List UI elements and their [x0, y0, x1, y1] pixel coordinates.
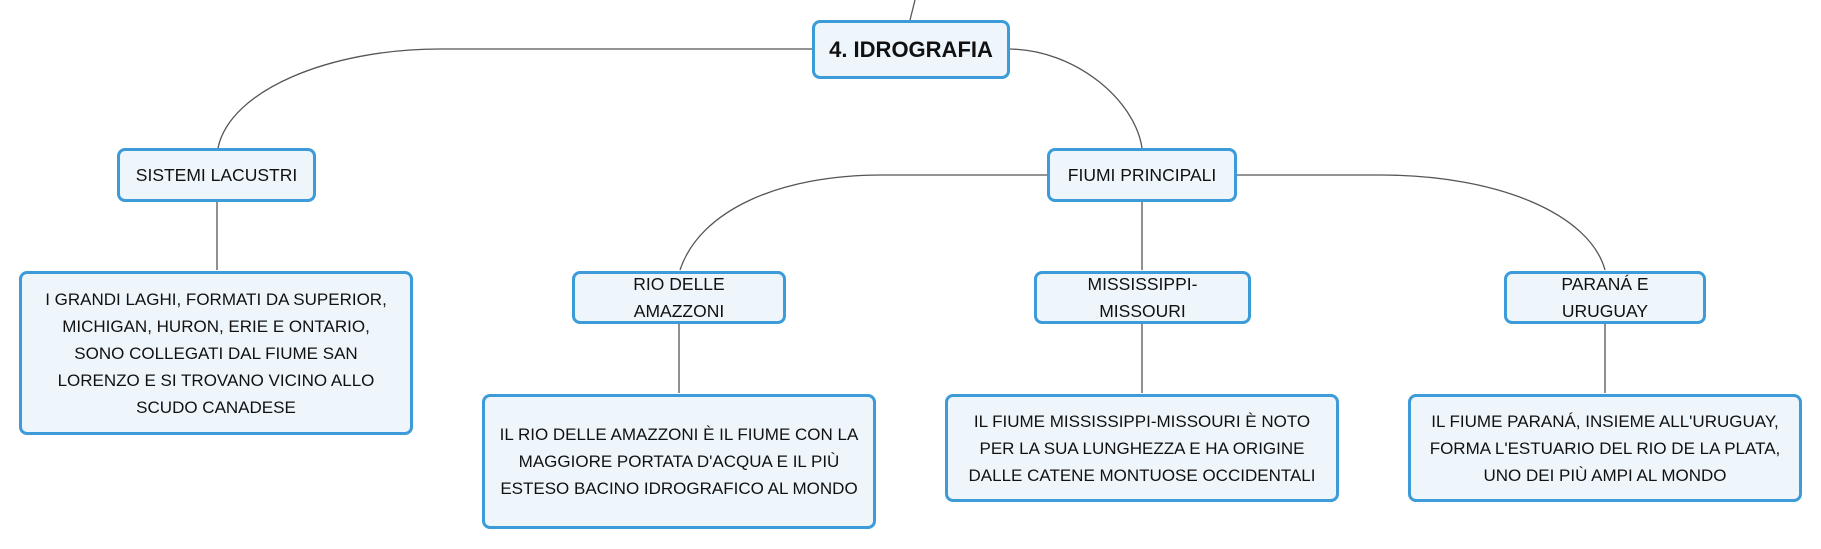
amazon-node[interactable]: RIO DELLE AMAZZONI [572, 271, 786, 324]
connector-rivers-parana [1236, 174, 1606, 271]
mississippi-detail-node[interactable]: IL FIUME MISSISSIPPI-MISSOURI È NOTO PER… [945, 394, 1339, 502]
root-node[interactable]: 4. IDROGRAFIA [812, 20, 1010, 79]
parana-detail-text: IL FIUME PARANÁ, INSIEME ALL'URUGUAY, FO… [1429, 411, 1781, 485]
mississippi-detail-text: IL FIUME MISSISSIPPI-MISSOURI È NOTO PER… [968, 411, 1316, 485]
lakes-node[interactable]: SISTEMI LACUSTRI [117, 148, 316, 202]
connector-root-rivers [1007, 48, 1143, 149]
parana-node-label: PARANÁ E URUGUAY [1561, 273, 1649, 321]
rivers-node[interactable]: FIUMI PRINCIPALI [1047, 148, 1237, 202]
parana-node[interactable]: PARANÁ E URUGUAY [1504, 271, 1706, 324]
parana-detail-node[interactable]: IL FIUME PARANÁ, INSIEME ALL'URUGUAY, FO… [1408, 394, 1802, 502]
connector-rivers-amazon [679, 174, 1047, 271]
lakes-node-label: SISTEMI LACUSTRI [135, 164, 298, 185]
amazon-detail-node[interactable]: IL RIO DELLE AMAZZONI È IL FIUME CON LA … [482, 394, 876, 529]
parent-connector [909, 0, 916, 21]
rivers-node-label: FIUMI PRINCIPALI [1067, 164, 1217, 185]
lakes-detail-text: I GRANDI LAGHI, FORMATI DA SUPERIOR, MIC… [45, 289, 387, 417]
amazon-detail-text: IL RIO DELLE AMAZZONI È IL FIUME CON LA … [499, 425, 859, 498]
lakes-detail-node[interactable]: I GRANDI LAGHI, FORMATI DA SUPERIOR, MIC… [19, 271, 413, 435]
amazon-node-label: RIO DELLE AMAZZONI [633, 273, 725, 321]
mississippi-node[interactable]: MISSISSIPPI-MISSOURI [1034, 271, 1251, 324]
root-node-label: 4. IDROGRAFIA [829, 37, 993, 62]
connector-root-lakes [217, 48, 812, 149]
mississippi-node-label: MISSISSIPPI-MISSOURI [1087, 273, 1198, 321]
